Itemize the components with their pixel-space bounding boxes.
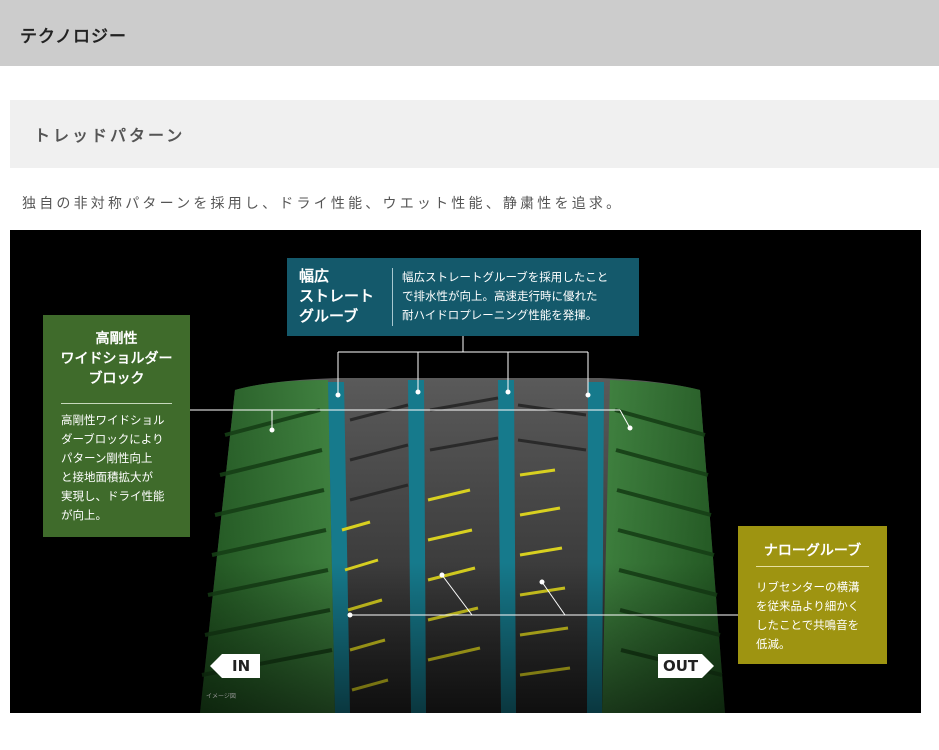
- narrow-groove-title: ナローグルーブ: [763, 543, 862, 559]
- page-header: テクノロジー: [0, 0, 939, 66]
- section-title: トレッドパターン: [34, 126, 186, 145]
- title-line: ストレート: [299, 287, 375, 305]
- text-line: を従来品より細かく: [756, 599, 860, 613]
- title-line: ブロック: [88, 371, 145, 387]
- section-header: トレッドパターン: [10, 100, 939, 168]
- out-side-label: OUT: [658, 654, 714, 678]
- narrow-groove-callout: ナローグルーブ リブセンターの横溝 を従来品より細かく したことで共鳴音を 低減…: [738, 526, 887, 664]
- text-line: で排水性が向上。高速走行時に優れた: [402, 289, 598, 303]
- text-line: が向上。: [61, 508, 107, 522]
- right-arrow-icon: [658, 654, 714, 678]
- narrow-groove-text: リブセンターの横溝 を従来品より細かく したことで共鳴音を 低減。: [756, 578, 871, 654]
- tire-illustration: [190, 336, 738, 713]
- shoulder-block-title: 高剛性 ワイドショルダー ブロック: [43, 329, 190, 389]
- text-line: したことで共鳴音を: [756, 618, 860, 632]
- text-line: 高剛性ワイドショル: [61, 413, 165, 427]
- title-line: グルーブ: [299, 307, 359, 325]
- left-arrow-icon: [210, 654, 260, 678]
- text-line: ダーブロックにより: [61, 432, 164, 446]
- title-line: 高剛性: [95, 331, 138, 347]
- text-line: パターン剛性向上: [61, 451, 153, 465]
- tread-pattern-figure: 幅広 ストレート グルーブ 幅広ストレートグルーブを採用したこと で排水性が向上…: [10, 230, 921, 713]
- text-line: リブセンターの横溝: [756, 580, 860, 594]
- page-title: テクノロジー: [20, 27, 127, 47]
- shoulder-block-callout: 高剛性 ワイドショルダー ブロック 高剛性ワイドショル ダーブロックにより パタ…: [43, 315, 190, 537]
- callout-divider: [61, 403, 172, 404]
- section-description: 独自の非対称パターンを採用し、ドライ性能、ウエット性能、静粛性を追求。: [22, 196, 624, 212]
- text-line: 実現し、ドライ性能: [61, 489, 165, 503]
- image-note: イメージ図: [206, 693, 236, 700]
- in-label-text: IN: [232, 657, 251, 675]
- text-line: と接地面積拡大が: [61, 470, 153, 484]
- in-side-label: IN: [210, 654, 260, 678]
- shoulder-block-text: 高剛性ワイドショル ダーブロックにより パターン剛性向上 と接地面積拡大が 実現…: [61, 411, 173, 525]
- text-line: 耐ハイドロプレーニング性能を発揮。: [402, 308, 598, 322]
- title-line: 幅広: [299, 267, 330, 285]
- text-line: 低減。: [756, 637, 791, 651]
- callout-divider: [392, 268, 393, 326]
- wide-straight-groove-title: 幅広 ストレート グルーブ: [299, 266, 379, 326]
- text-line: 幅広ストレートグルーブを採用したこと: [402, 270, 609, 284]
- callout-divider: [756, 566, 869, 567]
- wide-straight-groove-text: 幅広ストレートグルーブを採用したこと で排水性が向上。高速走行時に優れた 耐ハイ…: [402, 268, 630, 325]
- out-label-text: OUT: [663, 657, 699, 675]
- title-line: ワイドショルダー: [60, 351, 173, 367]
- wide-straight-groove-callout: 幅広 ストレート グルーブ 幅広ストレートグルーブを採用したこと で排水性が向上…: [287, 258, 639, 336]
